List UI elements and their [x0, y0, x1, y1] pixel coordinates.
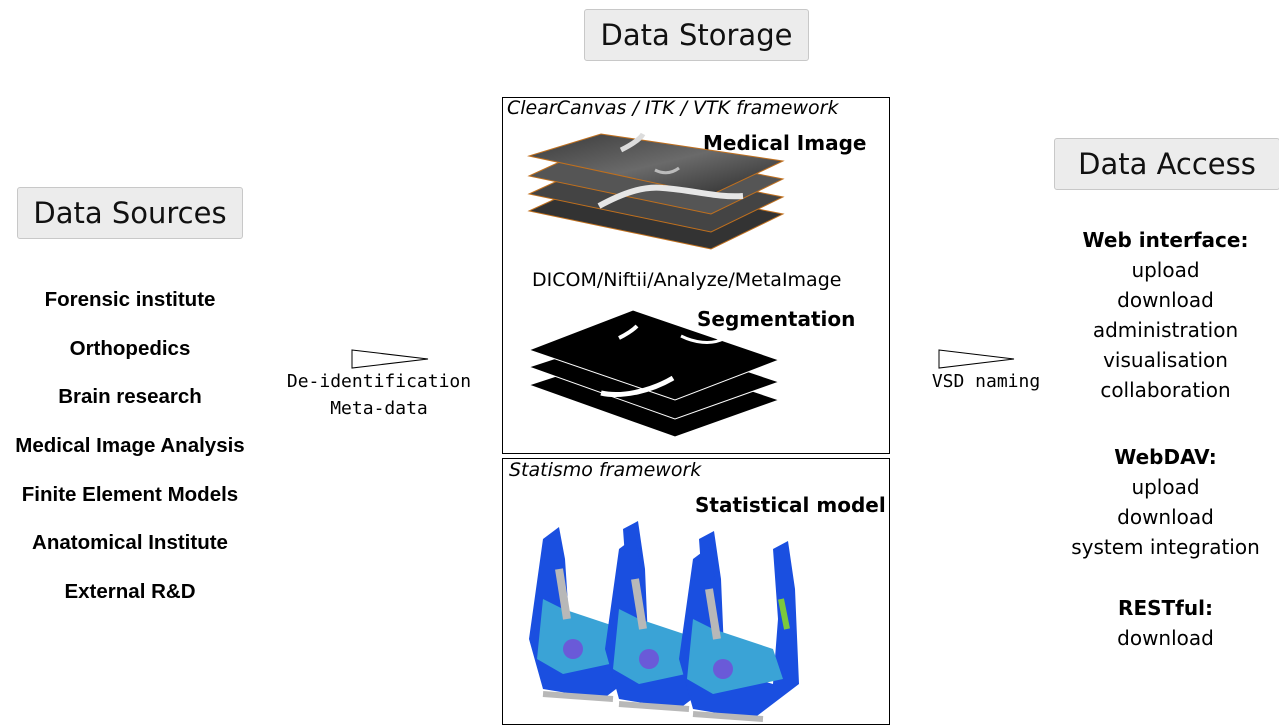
- medical-image-label: Medical Image: [703, 131, 867, 155]
- webdav-heading: WebDAV:: [1114, 445, 1217, 469]
- statistical-framework-frame: Statismo framework Statistical model: [502, 458, 890, 725]
- data-access-title: Data Access: [1054, 138, 1279, 190]
- seg-slice: [527, 309, 781, 401]
- access-item: download: [1117, 626, 1214, 650]
- bone-contour: [619, 132, 646, 153]
- access-item: upload: [1131, 475, 1200, 499]
- web-interface-section: Web interface: upload download administr…: [1052, 225, 1279, 405]
- image-formats-label: DICOM/Niftii/Analyze/MetaImage: [532, 269, 842, 291]
- framework-caption-statismo: Statismo framework: [509, 459, 702, 481]
- web-interface-heading: Web interface:: [1082, 228, 1249, 252]
- access-item: download: [1117, 505, 1214, 529]
- source-item: Finite Element Models: [21, 482, 239, 506]
- access-item: download: [1117, 288, 1214, 312]
- ct-slice-top: [527, 133, 785, 196]
- access-item: visualisation: [1103, 348, 1228, 372]
- access-item: upload: [1131, 258, 1200, 282]
- data-storage-title: Data Storage: [584, 9, 809, 61]
- restful-heading: RESTful:: [1118, 596, 1213, 620]
- vsd-naming-label: VSD naming: [931, 371, 1041, 392]
- source-item: External R&D: [64, 580, 196, 604]
- access-item: collaboration: [1100, 378, 1231, 402]
- data-sources-list: Forensic institute Orthopedics Brain res…: [0, 283, 260, 624]
- statistical-model-label: Statistical model: [695, 493, 886, 517]
- de-identification-labels: De-identification Meta-data: [262, 368, 496, 422]
- access-item: administration: [1092, 318, 1239, 342]
- source-item: Forensic institute: [44, 288, 216, 311]
- mandible-model: [679, 541, 799, 722]
- seg-contour: [618, 324, 639, 340]
- segmentation-label: Segmentation: [697, 307, 856, 331]
- seg-contour: [680, 334, 726, 344]
- source-item: Medical Image Analysis: [15, 434, 245, 458]
- data-sources-title: Data Sources: [17, 187, 243, 239]
- access-item: system integration: [1071, 535, 1260, 559]
- source-item: Brain research: [58, 385, 202, 409]
- source-item: Anatomical Institute: [32, 531, 228, 555]
- bone-contour: [654, 166, 680, 175]
- imaging-framework-frame: ClearCanvas / ITK / VTK framework Medica…: [502, 97, 890, 454]
- source-item: Orthopedics: [69, 336, 191, 360]
- framework-caption-itk: ClearCanvas / ITK / VTK framework: [507, 97, 839, 119]
- arrow-label-deidentification: De-identification: [286, 371, 472, 392]
- statistical-model-illustration: [529, 521, 799, 722]
- arrow-label-metadata: Meta-data: [330, 398, 428, 419]
- webdav-section: WebDAV: upload download system integrati…: [1052, 442, 1279, 562]
- right-arrow-icon: [938, 349, 1015, 369]
- image-slices-illustration: [527, 132, 785, 438]
- seg-contour: [600, 375, 675, 398]
- bone-contour: [597, 184, 744, 209]
- restful-section: RESTful: download: [1052, 593, 1279, 653]
- left-arrow-icon: [351, 349, 429, 369]
